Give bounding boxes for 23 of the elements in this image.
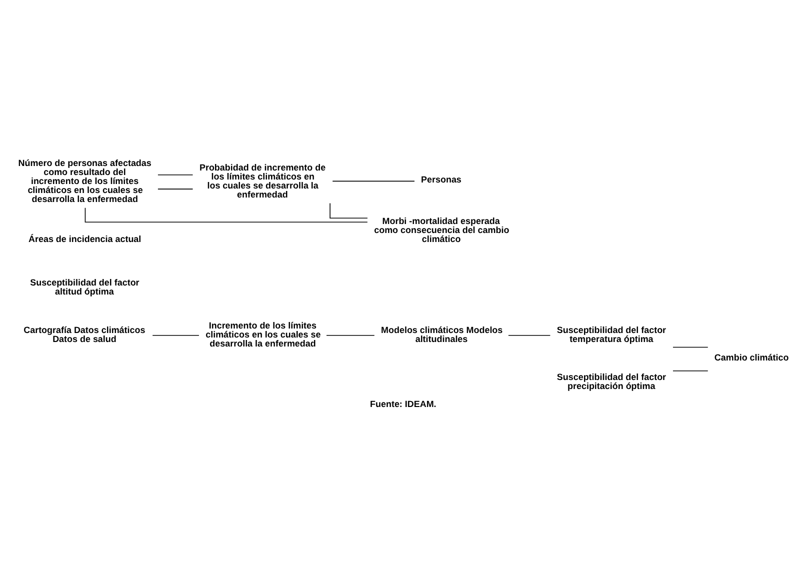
node-text: Modelos climáticos Modelos altitudinales <box>381 324 503 344</box>
node-text: Probabidad de incremento de los límites climáticos en los cuales se desarrolla la enfermedad <box>199 162 326 200</box>
node-text: Susceptibilidad del factor precipitación óptima <box>556 372 666 392</box>
node-text: Morbi -mortalidad esperada como consecuencia del cambio climático <box>374 216 510 244</box>
node-text: Susceptibilidad del factor altitud óptima <box>30 277 140 296</box>
connector <box>672 370 708 372</box>
connector <box>158 174 194 176</box>
connector <box>152 334 200 336</box>
connector <box>330 202 368 219</box>
connector <box>508 334 551 336</box>
node-text: Cambio climático <box>714 352 789 363</box>
node-text: Incremento de los límites climáticos en los cuales se desarrolla la enfermedad <box>206 320 321 348</box>
caption: Fuente: IDEAM. <box>370 399 436 410</box>
connector <box>326 334 375 336</box>
node-text: Cartografía Datos climáticos Datos de salud <box>24 324 146 344</box>
node-text: Personas <box>421 174 462 185</box>
connector <box>672 346 708 348</box>
connector <box>84 207 368 222</box>
node-text: Susceptibilidad del factor temperatura óptima <box>556 324 666 344</box>
connector <box>158 188 194 190</box>
node-text: Áreas de incidencia actual <box>28 234 142 244</box>
connector <box>332 180 415 182</box>
node-text: Número de personas afectadas como resultado del incremento de los límites climáticos en los cuales se desarrolla la enfermedad <box>18 158 152 204</box>
